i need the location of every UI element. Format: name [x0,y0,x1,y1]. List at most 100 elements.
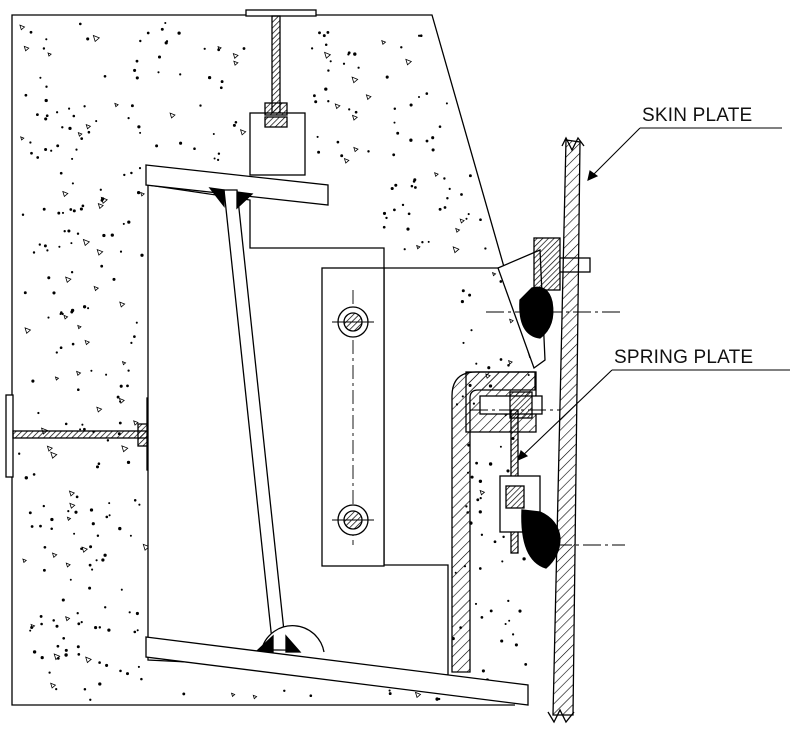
aggregate-dot [38,243,41,246]
aggregate-dot [317,150,321,154]
aggregate-dot [101,558,105,562]
aggregate-dot [157,71,160,74]
aggregate-dot [36,156,40,159]
aggregate-dot [48,671,51,674]
aggregate-dot [242,47,246,50]
aggregate-dot [73,532,76,535]
frame-interior [147,165,449,676]
aggregate-dot [468,174,472,178]
aggregate-stone [479,489,486,496]
aggregate-dot [182,692,186,696]
aggregate-dot [347,51,351,55]
top-nut [264,102,288,116]
aggregate-dot [89,508,94,512]
aggregate-dot [62,636,66,640]
aggregate-stone [50,451,58,459]
aggregate-dot [127,220,131,224]
aggregate-dot [67,229,71,233]
aggregate-stone [365,94,372,101]
aggregate-dot [177,31,181,35]
aggregate-dot [501,560,504,563]
aggregate-dot [133,499,137,502]
aggregate-stone [334,103,341,110]
aggregate-dot [409,103,413,107]
aggregate-dot [393,107,397,111]
aggregate-dot [83,105,86,108]
aggregate-dot [392,153,396,157]
aggregate-dot [488,462,493,466]
aggregate-dot [37,411,40,415]
aggregate-stone [142,543,150,551]
aggregate-dot [76,645,80,649]
aggregate-dot [475,362,478,365]
aggregate-dot [462,341,465,344]
aggregate-dot [110,233,114,237]
aggregate-dot [127,116,130,120]
aggregate-dot [29,30,33,34]
aggregate-dot [106,439,110,442]
aggregate-dot [140,677,143,681]
aggregate-dot [56,657,60,660]
aggregate-dot [417,34,421,37]
aggregate-dot [327,100,330,103]
aggregate-dot [465,217,468,220]
concrete-aggregate [18,21,530,701]
aggregate-dot [470,329,473,332]
aggregate-dot [340,154,344,158]
aggregate-dot [42,504,45,508]
aggregate-dot [44,147,48,152]
aggregate-dot [476,498,480,502]
left-anchor-plate [5,394,14,478]
aggregate-stone [68,490,76,497]
aggregate-dot [125,672,130,676]
bottom-gusset [261,625,325,653]
aggregate-dot [35,113,39,117]
lower-clamp-nut [505,485,525,509]
aggregate-dot [329,60,332,63]
aggregate-dot [32,650,37,654]
aggregate-dot [63,230,66,233]
aggregate-dot [45,85,48,88]
aggregate-stone [118,397,125,404]
aggregate-dot [136,190,141,195]
aggregate-dot [138,167,142,170]
aggregate-dot [70,242,73,245]
aggregate-dot [72,209,76,213]
aggregate-dot [126,460,131,465]
aggregate-stone [92,34,101,43]
aggregate-dot [309,694,313,698]
aggregate-dot [199,104,202,107]
aggregate-dot [443,177,446,180]
aggregate-stone [77,131,83,137]
aggregate-dot [213,157,216,160]
aggregate-dot [507,599,510,603]
aggregate-dot [70,271,74,274]
aggregate-dot [127,369,130,372]
aggregate-dot [40,622,43,626]
aggregate-dot [489,609,493,613]
aggregate-dot [314,100,318,104]
aggregate-dot [502,535,505,539]
lower-seal-bulb [521,509,561,569]
aggregate-dot [68,107,71,110]
aggregate-dot [98,661,101,664]
aggregate-dot [390,186,394,191]
aggregate-dot [75,148,78,151]
aggregate-dot [419,34,423,38]
aggregate-stone [381,39,387,46]
aggregate-dot [133,335,136,338]
aggregate-stone [47,52,52,57]
aggregate-dot [414,186,417,189]
aggregate-stone [85,656,92,664]
aggregate-dot [97,462,101,466]
aggregate-dot [120,588,123,591]
aggregate-stone [63,314,69,320]
aggregate-stone [405,58,413,66]
aggregate-stone [97,202,104,210]
aggregate-dot [216,158,220,162]
aggregate-dot [493,540,497,544]
aggregate-dot [396,131,400,135]
aggregate-dot [475,461,479,465]
aggregate-stone [30,623,36,629]
